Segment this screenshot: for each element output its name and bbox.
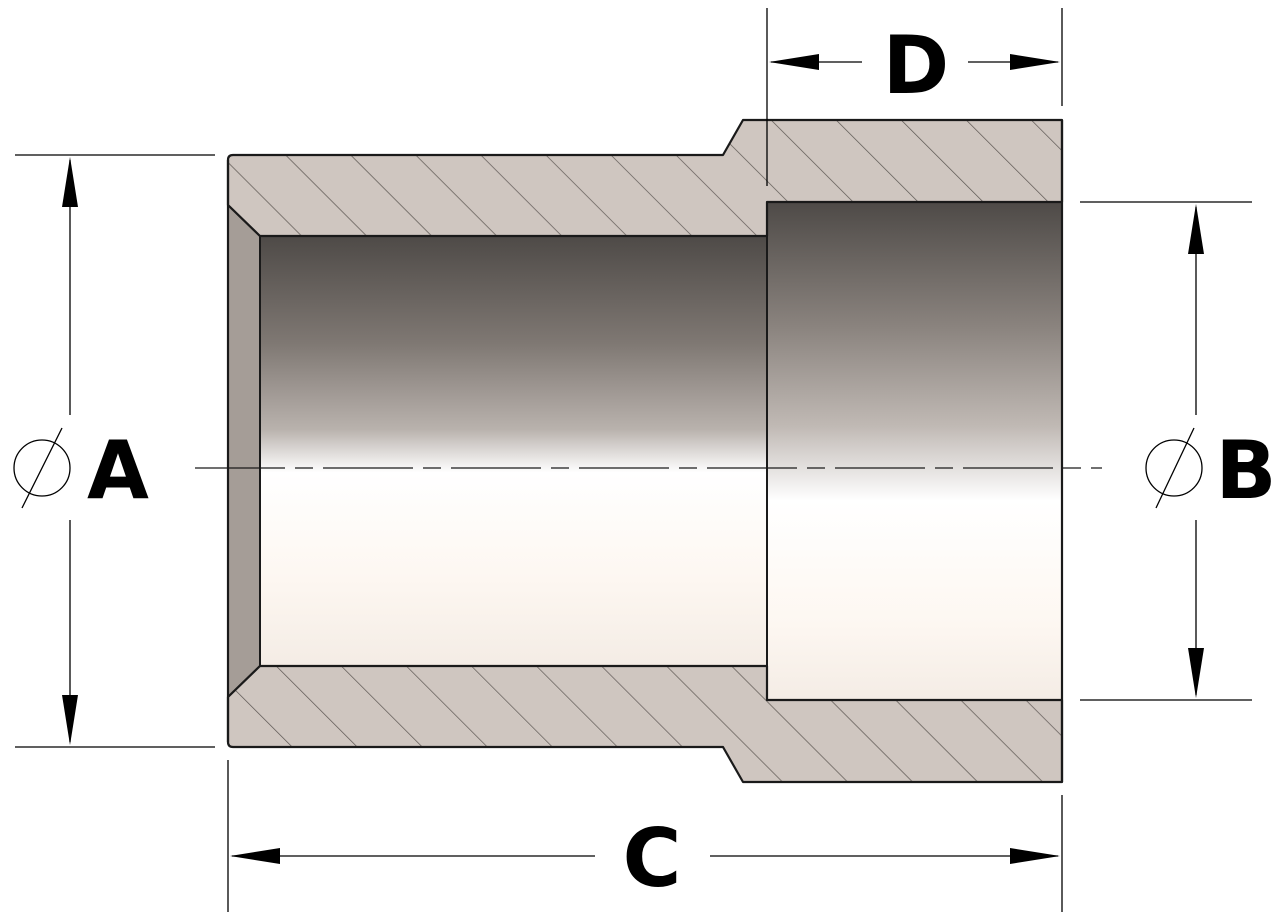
entry-chamfer-face [227,202,261,700]
diameter-icon-a [13,427,71,509]
dimension-b [1080,201,1252,701]
dimension-a [15,154,215,748]
label-b: B [1216,424,1277,517]
label-d: D [883,19,949,112]
lower-wall-section [226,664,1064,784]
label-c: C [623,812,682,905]
dimension-d [766,8,1063,186]
diameter-icon-b [1145,427,1203,509]
dimension-c [227,760,1063,912]
small-bore [260,236,768,666]
label-a: A [87,424,149,517]
large-bore [767,202,1063,700]
